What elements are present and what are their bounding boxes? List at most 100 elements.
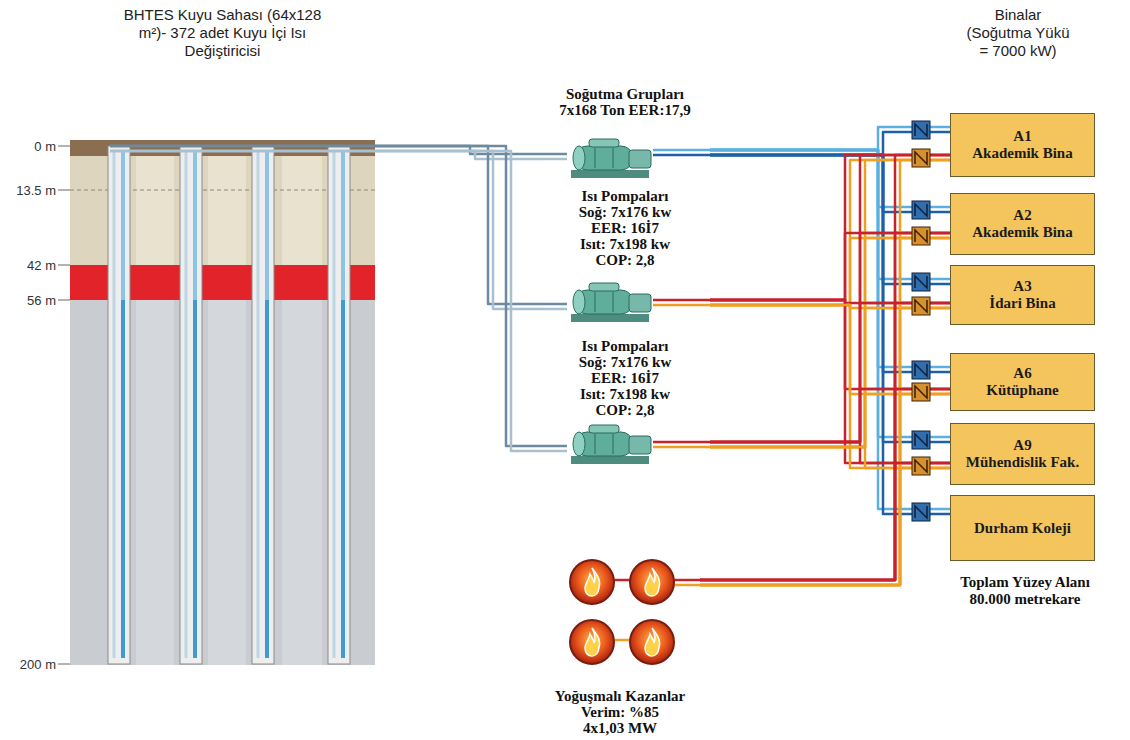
area-note: Toplam Yüzey Alanı 80.000 metrekare: [945, 574, 1105, 608]
hot-valve: [912, 297, 930, 315]
boiler-group: Yoğuşmalı KazanlarVerim: %854x1,03 MW: [540, 552, 700, 738]
pipe-connector: [375, 146, 540, 309]
node-detail: COP: 2,8: [595, 252, 654, 268]
building-box: A9Mühendislik Fak.: [950, 423, 1095, 485]
hot-valve: [912, 227, 930, 245]
pipe-stub: [540, 153, 567, 156]
cold-valve: [912, 273, 930, 291]
pipe-stub: [653, 446, 710, 449]
pipe-connector: [700, 463, 950, 585]
heat-pump-group: Isı PompalarıSoğ: 7x176 kwEER: 16İ7Isıt:…: [540, 336, 710, 468]
pipe-down: [185, 150, 188, 658]
pipe-connector: [375, 146, 540, 451]
node-detail: Soğ: 7x176 kw: [579, 354, 672, 370]
return-line: [375, 151, 540, 451]
rock-stripe: [136, 300, 174, 665]
pipe-connector: [700, 303, 950, 585]
pipe-connector: [710, 233, 950, 447]
node-title: A1: [1013, 128, 1031, 145]
pipe-connector: [710, 150, 950, 284]
valve-mark: [915, 152, 927, 164]
cold-valve: [912, 503, 930, 521]
valve-mark: [915, 230, 927, 242]
boiler-icon: [570, 560, 614, 604]
supply-line: [710, 233, 950, 442]
return-line: [710, 305, 950, 394]
hot-valve: [912, 149, 930, 167]
borehole: [328, 146, 350, 664]
return-line: [710, 238, 950, 447]
valve-mark: [915, 434, 927, 446]
building-box: Durham Koleji: [950, 495, 1095, 561]
depth-tick: [58, 190, 70, 191]
pipe-connector: [375, 146, 540, 159]
borehole: [108, 146, 130, 664]
rock-stripe: [208, 300, 246, 665]
depth-label: 0 m: [2, 139, 56, 154]
pipe-connector: [710, 300, 950, 468]
node-title: Isı Pompaları: [581, 188, 668, 204]
pipe-connector: [700, 389, 950, 585]
return-line: [710, 155, 950, 514]
supply-line: [710, 150, 950, 279]
supply-line: [700, 155, 950, 580]
hot-valve: [912, 457, 930, 475]
pipe-up: [121, 150, 125, 300]
valve-mark: [915, 276, 927, 288]
node-title: BHTES Kuyu Sahası (64x128 m²)- 372 adet …: [122, 6, 323, 60]
borehole-casing: [108, 146, 130, 664]
node-title: A6: [1013, 365, 1031, 382]
return-line: [375, 151, 540, 309]
pipe-up: [341, 300, 345, 658]
boiler-icon: [570, 620, 614, 664]
supply-line: [710, 150, 950, 367]
soil-stripe: [136, 156, 174, 265]
node-title: A3: [1013, 278, 1031, 295]
supply-line: [700, 389, 950, 580]
hot-valve: [912, 383, 930, 401]
return-line: [710, 155, 950, 284]
pipe-stub: [540, 450, 567, 453]
return-line: [710, 308, 950, 447]
node-detail: Isıt: 7x198 kw: [580, 386, 670, 402]
return-line: [700, 468, 950, 585]
return-line: [710, 238, 950, 305]
pipe-down: [257, 150, 260, 658]
pipe-up: [193, 150, 197, 300]
pipe-stub: [674, 584, 700, 587]
pipe-stub: [653, 299, 710, 302]
borehole-casing: [252, 146, 274, 664]
heat-pump-icon: [571, 283, 651, 322]
valve-mark: [915, 364, 927, 376]
pipe-connector: [710, 303, 950, 447]
depth-tick: [58, 664, 70, 665]
supply-line: [710, 155, 950, 442]
pipe-stub: [540, 445, 567, 448]
node-detail: Kütüphane: [986, 382, 1059, 399]
building-box: A6Kütüphane: [950, 353, 1095, 411]
pipe-up: [193, 300, 197, 658]
soil-stripe: [208, 156, 246, 265]
pipe-connector: [700, 155, 950, 585]
node-detail: EER: 16İ7: [591, 220, 659, 236]
supply-line: [710, 155, 950, 300]
depth-tick: [58, 300, 70, 301]
borehole-casing: [180, 146, 202, 664]
supply-line: [375, 146, 540, 446]
header-pipe: [110, 150, 375, 153]
building-box: A1Akademik Bina: [950, 113, 1095, 177]
soil-stripe: [282, 156, 322, 265]
pipe-connector: [710, 150, 950, 514]
pipe-up: [341, 150, 345, 300]
node-title: A9: [1013, 437, 1031, 454]
return-line: [710, 155, 950, 442]
depth-label: 200 m: [2, 657, 56, 672]
supply-line: [700, 303, 950, 580]
valve-mark: [915, 506, 927, 518]
node-title: Isı Pompaları: [581, 338, 668, 354]
node-detail: 4x1,03 MW: [583, 720, 657, 736]
node-detail: Akademik Bina: [972, 224, 1072, 241]
supply-line: [710, 303, 950, 442]
pipe-stub: [674, 579, 700, 582]
